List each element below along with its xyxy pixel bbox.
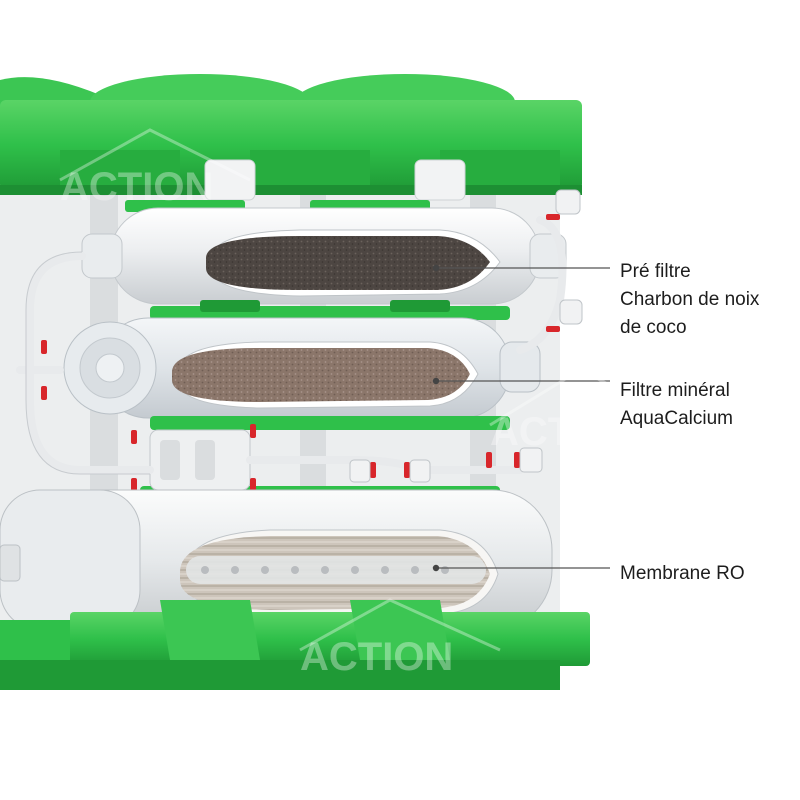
svg-text:ACTION: ACTION: [490, 410, 643, 454]
label-prefilter: Pré filtre Charbon de noix de coco: [620, 258, 759, 342]
carbon-media: [206, 236, 490, 290]
mineral-media: [172, 348, 470, 402]
label-mineral-line-2: AquaCalcium: [620, 408, 733, 429]
prefilter-housing: [81, 207, 567, 305]
svg-text:ACTION: ACTION: [300, 635, 453, 679]
label-prefilter-line-1: Pré filtre: [620, 261, 691, 282]
label-mineral-line-1: Filtre minéral: [620, 380, 730, 401]
watermark-logos: ACTION ACTION ACTION: [60, 165, 643, 679]
leader-lines: [436, 267, 610, 569]
connector-block: [149, 429, 251, 491]
label-mineral-filter: Filtre minéral AquaCalcium: [620, 377, 733, 433]
bottom-green-base: [0, 600, 590, 690]
mineral-filter-housing: [63, 317, 541, 419]
ro-membrane-housing: [0, 489, 553, 631]
fittings: [349, 189, 583, 483]
label-membrane: Membrane RO: [620, 560, 745, 588]
fittings-red-rings: [41, 214, 560, 492]
svg-text:ACTION: ACTION: [60, 165, 213, 209]
label-prefilter-line-2: Charbon de noix: [620, 289, 760, 310]
leader-dot-prefilter: [432, 264, 440, 272]
leader-dot-mineral: [432, 377, 440, 385]
label-membrane-line-1: Membrane RO: [620, 563, 745, 584]
label-prefilter-line-3: de coco: [620, 317, 687, 338]
leader-dot-membrane: [432, 564, 440, 572]
